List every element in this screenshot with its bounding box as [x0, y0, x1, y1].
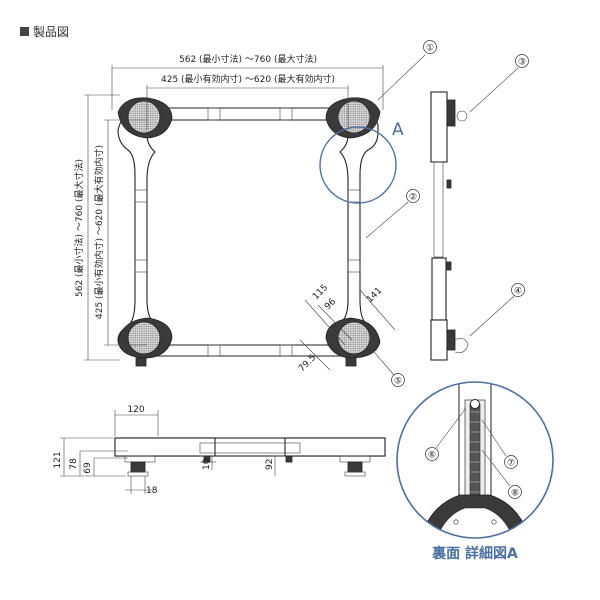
corner-pad-bottom-right [325, 317, 381, 367]
dim-inner-height: 425 (最小有効内寸) ～620 (最大有効内寸) [93, 145, 105, 319]
callout-6: ⑥ [428, 451, 436, 461]
title-square-icon [20, 27, 29, 36]
callout-7-circle [504, 455, 518, 469]
slide-joint-right-bottom [347, 259, 361, 273]
corner-pad-bottom-left [117, 317, 173, 367]
callout-8: ⑧ [511, 489, 519, 499]
callout-4-circle [511, 283, 525, 297]
dim-outer-height: 562 (最小寸法) ～760 (最大寸法) [73, 159, 85, 297]
top-view: A 562 (最小寸法) ～760 (最大寸法) 425 (最小有効内寸) ～6… [73, 53, 404, 374]
dim-69: 69 [83, 462, 93, 474]
dim-141: 141 [365, 286, 384, 305]
callout-7: ⑦ [507, 459, 515, 469]
callout-4: ④ [514, 287, 522, 297]
slide-joint-top-left [207, 107, 221, 121]
callout-8-circle [508, 485, 522, 499]
slide-joint-bottom-right [279, 344, 293, 357]
front-view [114, 437, 386, 477]
detail-a-caption: 裏面 詳細図A [431, 545, 518, 562]
front-leg-right [344, 461, 366, 477]
dim-10: 10 [202, 458, 212, 470]
callout-5: ⑤ [394, 377, 402, 387]
dim-outer-width: 562 (最小寸法) ～760 (最大寸法) [179, 53, 317, 65]
dim-inner-width: 425 (最小有効内寸) ～620 (最大有効内寸) [161, 73, 335, 85]
side-view [430, 91, 469, 361]
corner-pad-top-left [117, 97, 173, 139]
callout-3: ③ [518, 58, 526, 68]
dim-120: 120 [127, 405, 144, 415]
detail-bolt-icon [470, 399, 480, 409]
dim-78: 78 [69, 458, 79, 470]
detail-a-marker-circle [319, 126, 397, 204]
dim-121: 121 [53, 451, 63, 468]
detail-a-label: A [392, 120, 404, 140]
detail-a-circle [396, 381, 554, 539]
callout-6-circle [425, 447, 439, 461]
slide-joint-top-right [279, 107, 293, 121]
callout-1: ① [426, 44, 434, 54]
slide-joint-right-top [347, 189, 361, 203]
callout-1-circle [423, 40, 437, 54]
callout-5-circle [391, 373, 405, 387]
callout-2: ② [409, 193, 417, 203]
slide-joint-bottom-left [207, 344, 221, 357]
callout-3-circle [515, 54, 529, 68]
dim-18: 18 [146, 486, 158, 496]
slide-joint-left-bottom [134, 259, 148, 273]
callout-2-circle [406, 189, 420, 203]
slide-joint-left-top [134, 189, 148, 203]
front-leg-left [127, 461, 149, 477]
detail-a-view [396, 381, 554, 539]
dim-92: 92 [265, 459, 275, 470]
frame-inner [146, 119, 349, 346]
page-title: 製品図 [33, 25, 69, 39]
